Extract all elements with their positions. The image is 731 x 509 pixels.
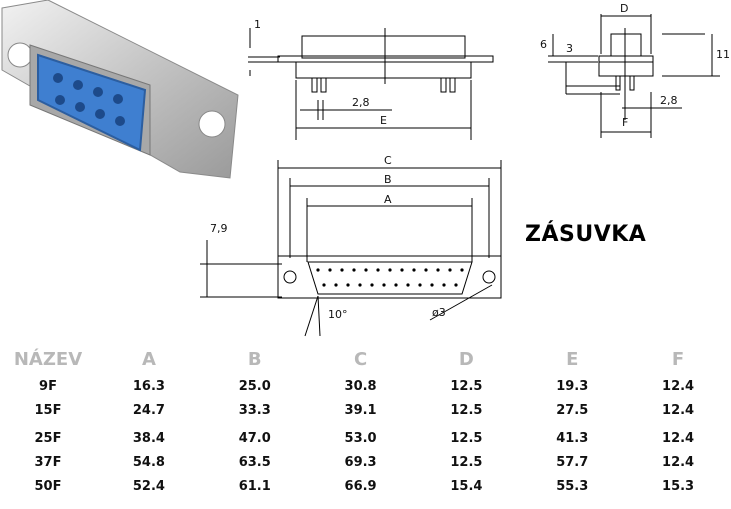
header-b: B — [247, 348, 262, 370]
cell-e: 57.7 — [556, 454, 589, 470]
dim-11-label: 11 — [716, 48, 730, 61]
page-title: ZÁSUVKA — [525, 222, 647, 247]
table-row: 15F 24.7 33.3 39.1 12.5 27.5 12.4 — [0, 398, 731, 422]
cell-c: 39.1 — [344, 402, 377, 418]
cell-f: 15.3 — [662, 478, 695, 494]
cell-name: 50F — [34, 478, 62, 494]
cell-d: 12.5 — [450, 378, 483, 394]
dim-f-label: F — [622, 116, 628, 129]
cell-e: 41.3 — [556, 430, 589, 446]
dim-e-label: E — [380, 114, 387, 127]
cell-b: 63.5 — [238, 454, 271, 470]
dim-b-label: B — [384, 173, 392, 186]
cell-name: 37F — [34, 454, 62, 470]
dim-a-label: A — [384, 193, 392, 206]
dim-7-9-label: 7,9 — [210, 222, 228, 235]
end-view — [548, 14, 720, 138]
cell-c: 53.0 — [344, 430, 377, 446]
cell-b: 47.0 — [238, 430, 271, 446]
cell-a: 24.7 — [132, 402, 165, 418]
cell-d: 15.4 — [450, 478, 483, 494]
front-view — [200, 160, 502, 337]
cell-name: 9F — [39, 378, 57, 394]
table-header-row: NÁZEV A B C D E F — [0, 344, 731, 374]
table-row: 25F 38.4 47.0 53.0 12.5 41.3 12.4 — [0, 422, 731, 450]
table-row: 9F 16.3 25.0 30.8 12.5 19.3 12.4 — [0, 374, 731, 398]
cell-e: 19.3 — [556, 378, 589, 394]
connector-photo — [1, 0, 239, 179]
dimensions-table: NÁZEV A B C D E F 9F 16.3 25.0 30.8 12.5… — [0, 344, 731, 498]
cell-name: 15F — [34, 402, 62, 418]
cell-f: 12.4 — [662, 430, 695, 446]
dim-6-label: 6 — [540, 38, 547, 51]
header-f: F — [671, 348, 685, 370]
cell-a: 38.4 — [132, 430, 165, 446]
cell-a: 52.4 — [132, 478, 165, 494]
table-row: 50F 52.4 61.1 66.9 15.4 55.3 15.3 — [0, 474, 731, 498]
table-row: 37F 54.8 63.5 69.3 12.5 57.7 12.4 — [0, 450, 731, 474]
cell-f: 12.4 — [662, 402, 695, 418]
cell-b: 25.0 — [238, 378, 271, 394]
cell-b: 61.1 — [238, 478, 271, 494]
cell-f: 12.4 — [662, 454, 695, 470]
cell-a: 54.8 — [132, 454, 165, 470]
cell-c: 69.3 — [344, 454, 377, 470]
cell-c: 30.8 — [344, 378, 377, 394]
cell-d: 12.5 — [450, 402, 483, 418]
side-view — [248, 28, 494, 140]
cell-b: 33.3 — [238, 402, 271, 418]
header-e: E — [566, 348, 579, 370]
cell-d: 12.5 — [450, 430, 483, 446]
header-a: A — [141, 348, 156, 370]
dim-2-8-end-label: 2,8 — [660, 94, 678, 107]
cell-a: 16.3 — [132, 378, 165, 394]
dim-2-8-side-label: 2,8 — [352, 96, 370, 109]
cell-d: 12.5 — [450, 454, 483, 470]
cell-f: 12.4 — [662, 378, 695, 394]
dim-c-label: C — [384, 154, 392, 167]
dim-1-label: 1 — [254, 18, 261, 31]
header-d: D — [458, 348, 474, 370]
header-c: C — [353, 348, 368, 370]
cell-name: 25F — [34, 430, 62, 446]
dim-angle-label: 10° — [328, 308, 348, 321]
cell-c: 66.9 — [344, 478, 377, 494]
cell-e: 27.5 — [556, 402, 589, 418]
dim-hole-label: ø3 — [432, 306, 446, 319]
cell-e: 55.3 — [556, 478, 589, 494]
dimension-drawing: 1 2,8 E D 6 3 11 2,8 F C B A 7,9 10° ø3 — [200, 2, 730, 337]
dim-d-label: D — [620, 2, 628, 15]
dim-3-label: 3 — [566, 42, 573, 55]
header-name: NÁZEV — [13, 348, 83, 370]
